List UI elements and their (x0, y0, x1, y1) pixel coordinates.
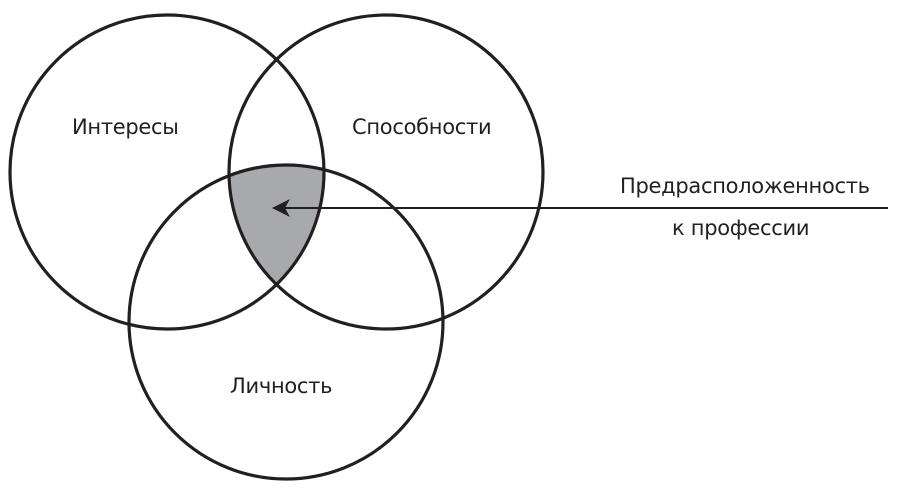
callout-line2: к профессии (672, 216, 810, 240)
label-interests: Интересы (72, 115, 179, 139)
arrowhead-icon (272, 199, 290, 217)
label-abilities: Способности (352, 115, 492, 139)
circle-interests (8, 13, 326, 331)
circle-personality (127, 163, 445, 481)
callout-line1: Предрасположенность (620, 174, 870, 198)
circle-abilities (227, 13, 545, 331)
label-personality: Личность (230, 374, 333, 398)
